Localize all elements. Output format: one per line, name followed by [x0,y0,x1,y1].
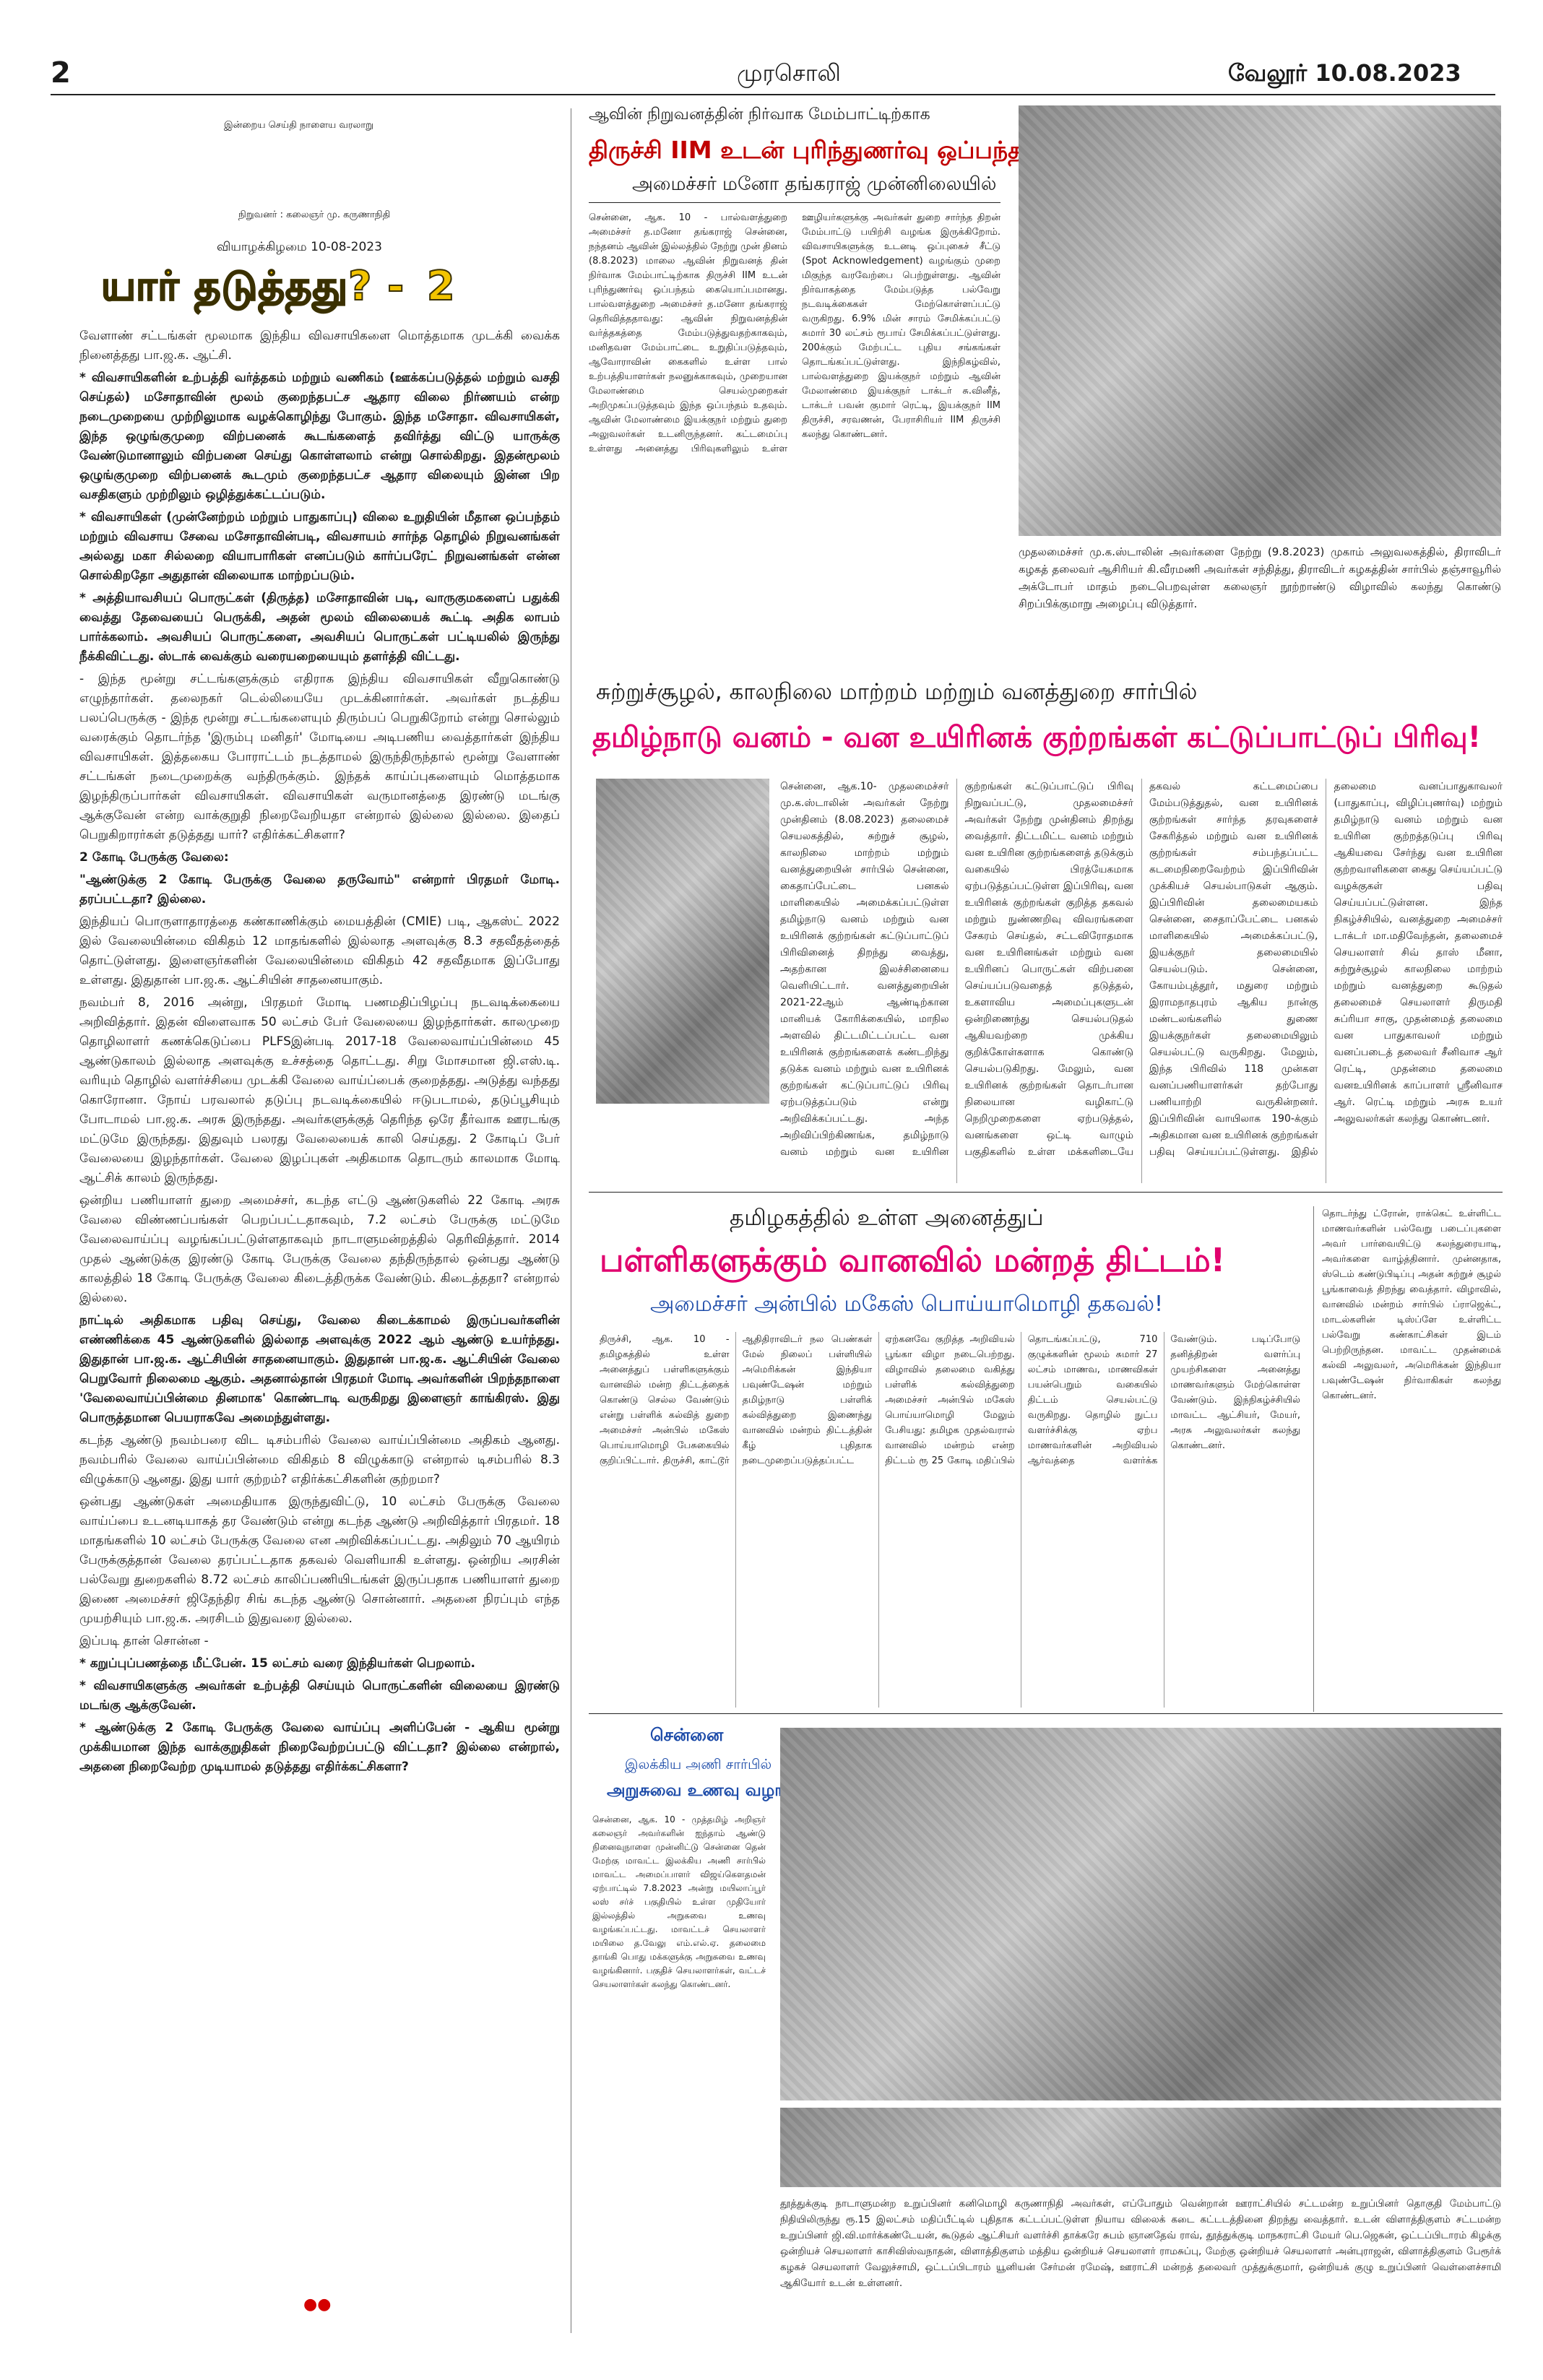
school-sidebar-divider [1313,1206,1314,1712]
masthead-tagline: இன்றைய செய்தி நாளைய வரலாறு [224,120,373,131]
iim-subhead-rule [589,202,1000,203]
cm-meeting-caption: முதலமைச்சர் மு.க.ஸ்டாலின் அவர்களை நேற்று… [1019,545,1501,610]
page-number: 2 [51,56,71,90]
school-subhead: அமைச்சர் அன்பில் மகேஸ் பொய்யாமொழி தகவல்! [650,1291,1163,1317]
editorial-paragraph: 2 கோடி பேருக்கு வேலை: [79,850,229,865]
chennai-photo-top [780,1728,1501,2100]
editorial-paragraph: "ஆண்டுக்கு 2 கோடி பேருக்கு வேலை தருவோம்"… [79,873,560,906]
editorial-date: வியாழக்கிழமை 10-08-2023 [217,240,382,254]
editorial-paragraph: * விவசாயிகள் (முன்னேற்றம் மற்றும் பாதுகா… [79,510,560,583]
chennai-body: சென்னை, ஆக. 10 - முத்தமிழ் அறிஞர் கலைஞர்… [592,1814,766,1989]
editorial-paragraph: இப்படி தான் சொன்ன - [79,1634,209,1648]
iim-headline: திருச்சி IIM உடன் புரிந்துணர்வு ஒப்பந்தம… [589,136,1054,164]
editorial-body: வேளாண் சட்டங்கள் மூலமாக இந்திய விவசாயிகள… [79,326,560,2291]
editorial-paragraph: வேளாண் சட்டங்கள் மூலமாக இந்திய விவசாயிகள… [79,329,560,363]
school-headline: பள்ளிகளுக்கும் வானவில் மன்றத் திட்டம்! [600,1241,1226,1279]
school-body: திருச்சி, ஆக. 10 - தமிழகத்தில் உள்ள அனைத… [600,1334,1300,1466]
iim-subhead: அமைச்சர் மனோ தங்கராஜ் முன்னிலையில் [632,173,997,195]
forest-body: சென்னை, ஆக.10- முதலமைச்சர் மு.க.ஸ்டாலின்… [780,781,1503,1158]
header-rule [51,94,1495,95]
forest-kicker: சுற்றுச்சூழல், காலநிலை மாற்றம் மற்றும் வ… [596,679,1198,705]
bottom-note: தூத்துக்குடி நாடாளுமன்ற உறுப்பினர் கனிமொ… [780,2198,1501,2289]
forest-inauguration-photo [596,779,769,1104]
school-sidebar-body: தொடர்ந்து ட்ரோன், ராக்கெட் உள்ளிட்ட மாணவ… [1322,1208,1501,1401]
editorial-paragraph: * ஆண்டுக்கு 2 கோடி பேருக்கு வேலை வாய்ப்ப… [79,1721,560,1774]
editorial-paragraph: இந்தியப் பொருளாதாரத்தை கண்காணிக்கும் மைய… [79,914,560,987]
editorial-paragraph: கடந்த ஆண்டு நவம்பரை விட டிசம்பரில் வேலை … [79,1433,560,1487]
editorial-paragraph: நாட்டில் அதிகமாக பதிவு செய்து, வேலை கிடை… [79,1313,560,1425]
editorial-title-text: யார் தடுத்தது? - [100,262,405,311]
founder-line: நிறுவனர் : கலைஞர் மு. கருணாநிதி [238,209,391,220]
editorial-title: யார் தடுத்தது? - 2 [100,262,456,315]
paper-name: முரசொலி [737,59,841,87]
editorial-end-mark: ●● [303,2295,332,2314]
editorial-paragraph: * அத்தியாவசியப் பொருட்கள் (திருத்த) மசோத… [79,591,560,664]
iim-kicker: ஆவின் நிறுவனத்தின் நிர்வாக மேம்பாட்டிற்க… [589,105,930,124]
editorial-paragraph: * விவசாயிகளுக்கு அவர்கள் உற்பத்தி செய்யு… [79,1679,560,1713]
editorial-title-number: 2 [426,262,456,311]
cm-meeting-photo [1019,105,1501,536]
editorial-paragraph: ஒன்றிய பணியாளர் துறை அமைச்சர், கடந்த எட்… [79,1193,560,1305]
school-kicker: தமிழகத்தில் உள்ள அனைத்துப் [730,1205,1044,1231]
editorial-paragraph: ஒன்பது ஆண்டுகள் அமைதியாக இருந்துவிட்டு, … [79,1494,560,1626]
chennai-top-rule [589,1713,1503,1714]
forest-bottom-rule [589,1192,1503,1193]
forest-headline: தமிழ்நாடு வனம் - வன உயிரினக் குற்றங்கள் … [592,721,1481,754]
chennai-place: சென்னை [650,1725,724,1745]
iim-body: சென்னை, ஆக. 10 - பால்வளத்துறை அமைச்சர் த… [589,212,1000,454]
chennai-kicker: இலக்கிய அணி சார்பில் [625,1757,772,1773]
editorial-paragraph: * கறுப்புப்பணத்தை மீட்பேன். 15 லட்சம் வர… [79,1656,475,1671]
editorial-paragraph: - இந்த மூன்று சட்டங்களுக்கும் எதிராக இந்… [79,672,560,842]
editorial-paragraph: நவம்பர் 8, 2016 அன்று, பிரதமர் மோடி பணமத… [79,995,560,1185]
chennai-photo-bottom [780,2108,1501,2187]
editorial-paragraph: * விவசாயிகளின் உற்பத்தி வர்த்தகம் மற்றும… [79,371,560,502]
edition-date: வேலூர் 10.08.2023 [1228,59,1461,87]
